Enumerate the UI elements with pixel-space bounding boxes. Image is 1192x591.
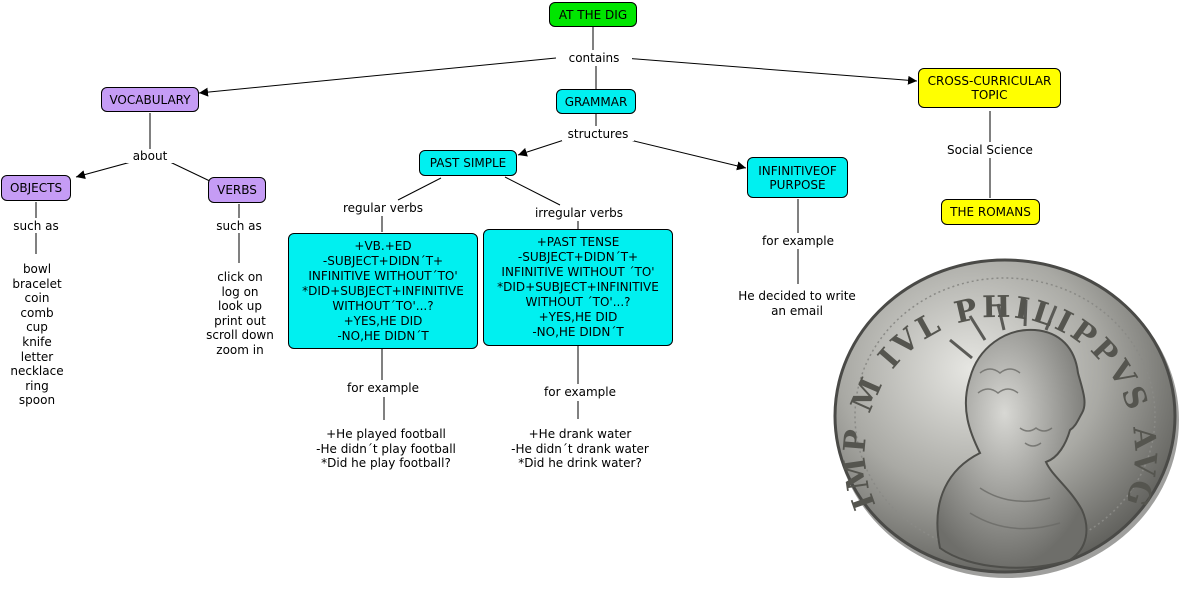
verbs-list: click on log on look up print out scroll… — [196, 270, 284, 358]
rule-line: -NO,HE DIDN´T — [532, 325, 624, 339]
list-item: bowl — [22, 262, 52, 276]
vocabulary-node[interactable]: VOCABULARY — [101, 87, 199, 112]
verbs-node[interactable]: VERBS — [208, 177, 266, 203]
regular-for-example-label: for example — [338, 381, 428, 395]
list-item: ring — [25, 378, 49, 393]
regular-rules-box[interactable]: +VB.+ED -SUBJECT+DIDN´T+ INFINITIVE WITH… — [288, 233, 478, 349]
rule-line: +YES,HE DID — [343, 314, 423, 328]
list-item: coin — [24, 291, 50, 306]
the-romans-title: THE ROMANS — [950, 205, 1031, 219]
roman-coin-image: IMP M IVL PHILIPPVS AVG — [833, 258, 1179, 578]
rule-line: -NO,HE DIDN´T — [337, 329, 429, 343]
regular-examples: +He played football -He didn´t play foot… — [296, 427, 476, 471]
example-line: -He didn´t play football — [316, 441, 456, 456]
list-item: print out — [214, 313, 266, 328]
rule-line: INFINITIVE WITHOUT´TO' — [308, 269, 458, 283]
past-simple-title: PAST SIMPLE — [429, 156, 507, 170]
past-simple-node[interactable]: PAST SIMPLE — [419, 150, 517, 176]
the-romans-node[interactable]: THE ROMANS — [941, 199, 1040, 225]
structures-link-label: structures — [562, 127, 634, 141]
rule-line: +YES,HE DID — [538, 310, 618, 324]
list-item: click on — [217, 270, 263, 284]
list-item: comb — [20, 305, 54, 320]
list-item: log on — [221, 284, 259, 299]
rule-line: WITHOUT´TO'...? — [332, 299, 434, 313]
objects-title: OBJECTS — [9, 181, 63, 195]
irregular-rules-box[interactable]: +PAST TENSE -SUBJECT+DIDN´T+ INFINITIVE … — [483, 229, 673, 346]
grammar-node[interactable]: GRAMMAR — [556, 89, 636, 114]
infinitive-for-example-label: for example — [753, 234, 843, 248]
cross-title-line: TOPIC — [971, 88, 1008, 102]
rule-line: -SUBJECT+DIDN´T+ — [517, 250, 639, 264]
root-node[interactable]: AT THE DIG — [549, 2, 637, 27]
infinitive-title-line: INFINITIVEOF — [758, 163, 837, 178]
contains-link-label: contains — [556, 51, 632, 65]
infinitive-example: He decided to write an email — [722, 289, 872, 318]
example-line: *Did he play football? — [321, 456, 451, 471]
social-science-label: Social Science — [940, 143, 1040, 157]
list-item: spoon — [18, 393, 56, 408]
verbs-title: VERBS — [217, 183, 257, 197]
list-item: letter — [20, 349, 54, 364]
list-item: look up — [217, 299, 262, 314]
objects-node[interactable]: OBJECTS — [1, 175, 71, 201]
list-item: cup — [26, 320, 48, 335]
example-line: +He played football — [326, 427, 446, 441]
list-item: bracelet — [12, 276, 62, 291]
example-line: +He drank water — [528, 427, 632, 441]
list-item: necklace — [10, 364, 64, 379]
list-item: knife — [22, 334, 52, 349]
grammar-title: GRAMMAR — [564, 94, 628, 109]
infinitive-title-line: PURPOSE — [769, 177, 826, 192]
objects-list: bowl bracelet coin comb cup knife letter… — [2, 262, 72, 408]
cross-title-line: CROSS-CURRICULAR — [927, 74, 1052, 88]
rule-line: +VB.+ED — [354, 239, 412, 253]
rule-line: *DID+SUBJECT+INFINITIVE — [302, 284, 464, 298]
list-item: zoom in — [216, 342, 264, 357]
rule-line: +PAST TENSE — [536, 235, 620, 249]
irregular-for-example-label: for example — [535, 385, 625, 399]
about-link-label: about — [126, 149, 174, 163]
vocabulary-title: VOCABULARY — [109, 92, 191, 107]
rule-line: -SUBJECT+DIDN´T+ — [322, 254, 444, 268]
root-title: AT THE DIG — [558, 7, 628, 22]
rule-line: *DID+SUBJECT+INFINITIVE — [497, 280, 659, 294]
irregular-examples: +He drank water -He didn´t drank water *… — [490, 427, 670, 471]
rule-line: INFINITIVE WITHOUT ´TO' — [501, 265, 655, 279]
list-item: scroll down — [206, 328, 274, 343]
example-line: an email — [771, 303, 823, 318]
emperor-bust — [936, 328, 1088, 569]
verbs-such-as-label: such as — [209, 219, 269, 233]
example-line: *Did he drink water? — [518, 456, 642, 471]
example-line: He decided to write — [738, 289, 856, 303]
cross-curricular-node[interactable]: CROSS-CURRICULAR TOPIC — [918, 68, 1061, 108]
regular-verbs-label: regular verbs — [336, 201, 430, 215]
infinitive-of-purpose-node[interactable]: INFINITIVEOF PURPOSE — [747, 157, 848, 198]
rule-line: WITHOUT ´TO'...? — [525, 295, 631, 309]
example-line: -He didn´t drank water — [511, 441, 649, 456]
irregular-verbs-label: irregular verbs — [528, 206, 630, 220]
objects-such-as-label: such as — [6, 219, 66, 233]
